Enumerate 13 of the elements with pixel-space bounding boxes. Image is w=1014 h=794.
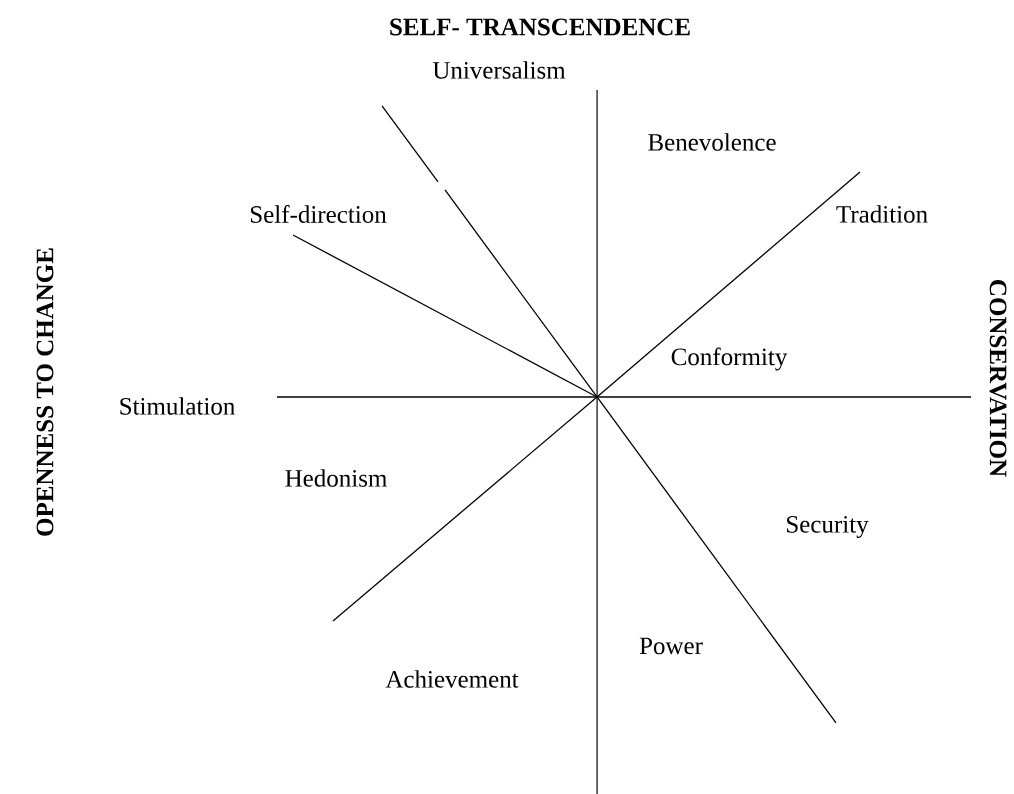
title: SELF- TRANSCENDENCE — [390, 18, 690, 36]
value-label: Hedonism — [285, 469, 387, 487]
dimension-label: OPENNESS TO CHANGE — [36, 248, 54, 536]
value-label: Self-direction — [250, 205, 387, 223]
value-label: Benevolence — [648, 133, 776, 151]
value-label: Universalism — [432, 61, 566, 79]
value-label: Security — [787, 516, 869, 538]
value-label: Tradition — [836, 205, 928, 223]
value-label: Stimulation — [120, 397, 235, 415]
value-label: Achievement — [385, 670, 519, 688]
dimension-label: CONSERVATION — [989, 280, 1007, 477]
value-label: Power — [639, 637, 703, 655]
value-label: Conformity — [671, 347, 788, 371]
